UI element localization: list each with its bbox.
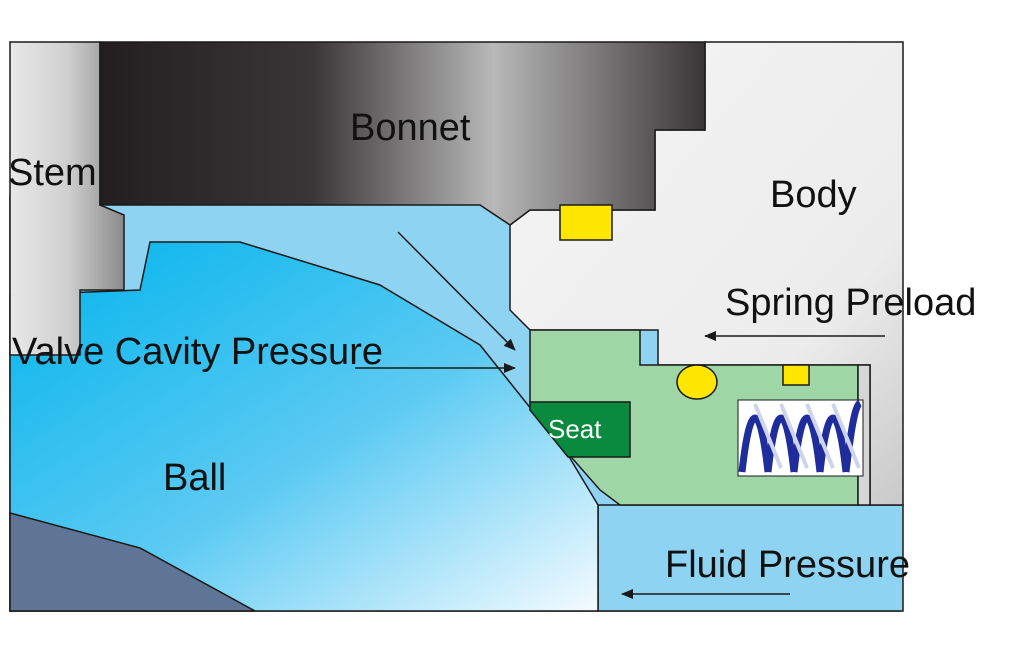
stem-label: Stem (8, 152, 97, 194)
spring-preload-label: Spring Preload (725, 282, 976, 324)
spring-icon (738, 399, 863, 473)
seat-seal-small (782, 364, 810, 386)
seat-label: Seat (548, 414, 602, 444)
bonnet-label: Bonnet (350, 107, 471, 149)
ball-label: Ball (163, 457, 226, 499)
bonnet-seal (559, 204, 613, 241)
seat-insert (529, 401, 631, 458)
lower-body-section (9, 512, 256, 612)
valve-cavity-pressure-label: Valve Cavity Pressure (12, 331, 383, 373)
ball-body (9, 241, 599, 612)
cavity-pressure-arrow-diagonal (397, 231, 516, 351)
fluid-pressure-label: Fluid Pressure (665, 544, 910, 586)
body-label: Body (770, 174, 857, 216)
oring-seal (676, 364, 718, 400)
